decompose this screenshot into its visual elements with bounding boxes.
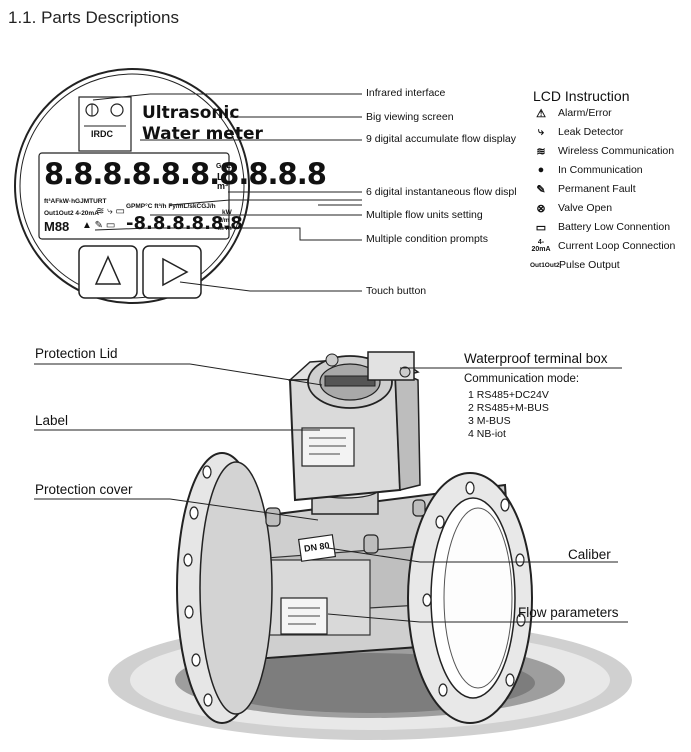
callout-instantaneous: 6 digital instantaneous flow displ (366, 186, 517, 198)
unit-m3h: m³/h (218, 225, 232, 232)
label-protection-lid: Protection Lid (35, 346, 118, 361)
legend-fault: ✎ Permanent Fault (530, 180, 635, 198)
legend-communication: ● In Communication (530, 161, 643, 179)
comm-mode-2: 2 RS485+M-BUS (468, 402, 549, 414)
label-caliber: Caliber (568, 547, 611, 562)
callout-condition: Multiple condition prompts (366, 233, 488, 245)
display-face (14, 68, 250, 304)
units-row-left: ft³AFkW·hGJMTURT (44, 198, 107, 205)
unit-kw: kW (222, 209, 232, 216)
legend-battery: ▭ Battery Low Connention (530, 218, 670, 236)
callout-touch: Touch button (366, 285, 427, 297)
status-icons: ≋ ⤷ ▭ (96, 206, 125, 217)
current-loop-icon: 4-20mA (531, 239, 551, 253)
communication-icon: ● (537, 164, 545, 176)
callout-big-screen: Big viewing screen (366, 111, 454, 123)
leak-icon: ⤷ (537, 125, 545, 138)
unit-lm: L/m (218, 217, 230, 224)
legend-current-loop: 4-20mA Current Loop Connection (531, 239, 676, 253)
brand-bottom: Water meter (142, 124, 263, 144)
status-row: Out1Out2 4-20mA (44, 210, 99, 217)
unit-m3: m³ (217, 181, 228, 191)
alarm-icon: ▲ ✎ ▭ (82, 220, 116, 231)
callout-lines (92, 93, 362, 292)
legend-alarm: ⚠ Alarm/Error (530, 104, 612, 122)
label-flow-parameters: Flow parameters (518, 605, 619, 620)
label-protection-cover: Protection cover (35, 482, 133, 497)
callout-flow-units: Multiple flow units setting (366, 209, 483, 221)
page-title: 1.1. Parts Descriptions (8, 8, 180, 27)
comm-mode-3: 3 M-BUS (468, 415, 511, 427)
legend-wireless: ≋ Wireless Communication (530, 142, 674, 160)
valve-icon: ⊗ (536, 202, 546, 215)
unit-l: L (217, 172, 224, 183)
battery-icon: ▭ (535, 221, 547, 234)
label-label: Label (35, 413, 69, 428)
accumulate-digits: 8.8.8.8.8.8.8.8.8.8 (44, 157, 327, 191)
legend-leak: ⤷ Leak Detector (530, 123, 623, 141)
wireless-icon: ≋ (536, 145, 546, 158)
callout-accumulate: 9 digital accumulate flow display (366, 133, 516, 145)
pulse-output-icon: Out1Out2 (530, 261, 560, 269)
wrench-icon: ✎ (536, 183, 546, 196)
legend-pulse: Out1Out2 Pulse Output (530, 259, 620, 271)
mode-display: M88 (44, 219, 70, 234)
unit-gal: GAL (216, 163, 231, 170)
comm-mode-4: 4 NB-iot (468, 428, 506, 440)
units-row-mid: GPMP°C ft³/h Fy/mL/skCGJ/h (126, 203, 216, 210)
callout-infrared: Infrared interface (366, 87, 446, 99)
label-waterproof-box: Waterproof terminal box (464, 351, 608, 366)
part-leader-lines (34, 363, 628, 623)
flow-meter-illustration (108, 351, 632, 740)
instant-digits: -8.8.8.8.8.8 (126, 213, 243, 234)
communication-heading: Communication mode: (464, 373, 580, 385)
alarm-icon: ⚠ (536, 107, 546, 120)
legend-valve: ⊗ Valve Open (530, 199, 612, 217)
comm-mode-1: 1 RS485+DC24V (468, 389, 549, 401)
brand-top: Ultrasonic (142, 103, 240, 123)
irdc-logo: IRDC (91, 129, 113, 139)
lcd-instruction-title: LCD Instruction (533, 88, 630, 104)
